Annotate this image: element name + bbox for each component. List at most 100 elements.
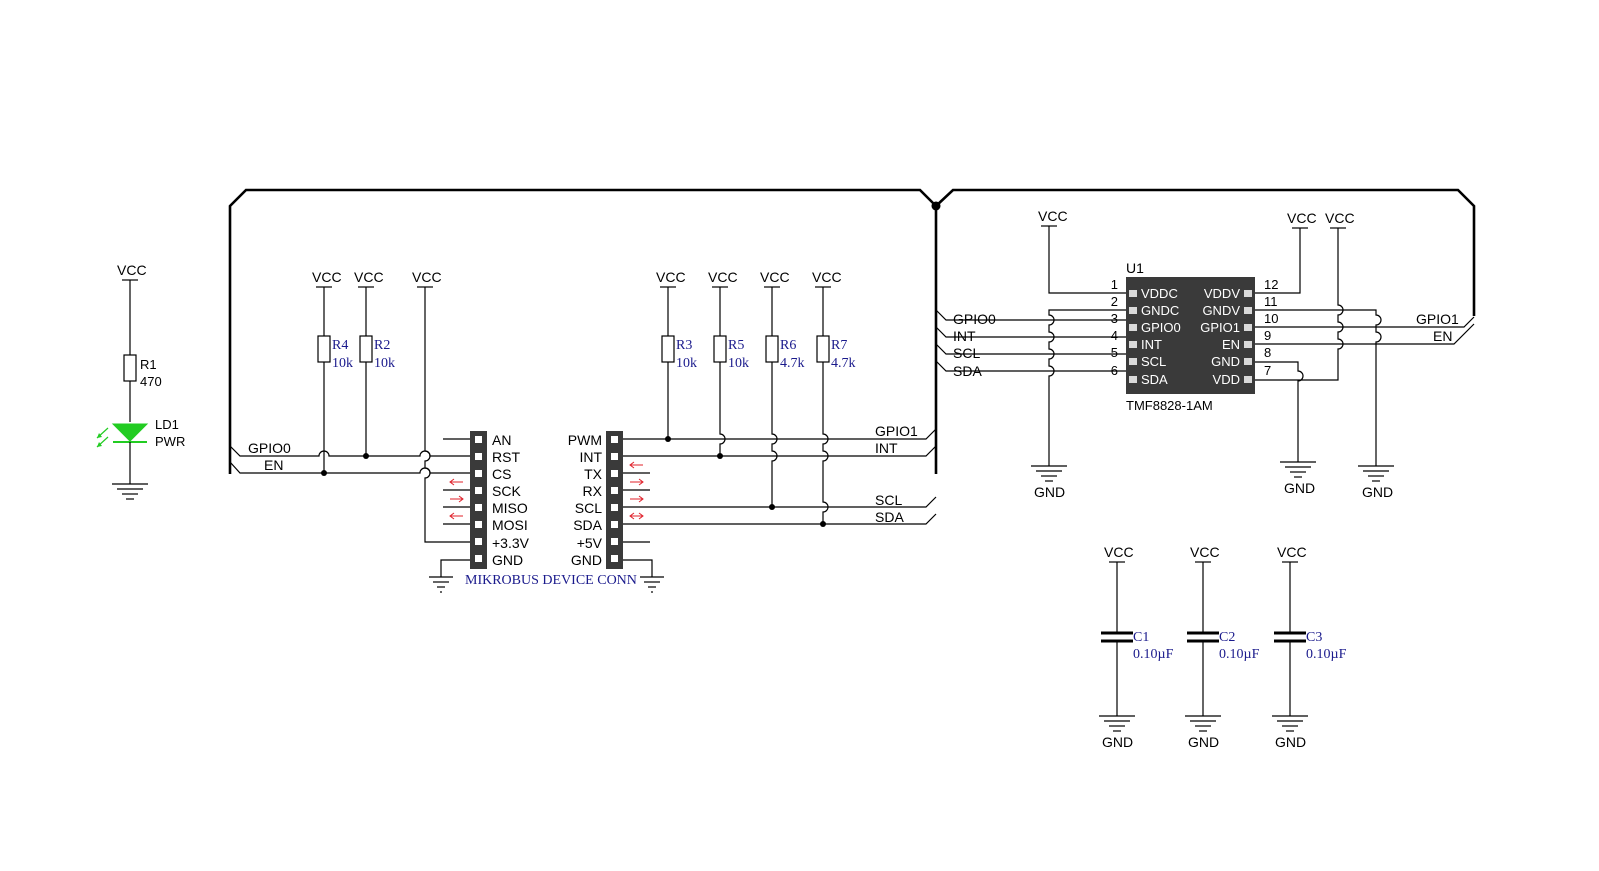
chip-pin-gpio0: GPIO0 bbox=[1141, 320, 1181, 335]
pullup-r3: VCC R3 10k bbox=[656, 269, 697, 439]
junction-dot bbox=[769, 504, 775, 510]
pin-an: AN bbox=[492, 432, 511, 448]
net-gpio0-chip: GPIO0 bbox=[935, 309, 1126, 327]
pin-number: 11 bbox=[1264, 294, 1278, 309]
vcc-label: VCC bbox=[1038, 208, 1068, 224]
net-label: SDA bbox=[875, 509, 904, 525]
net-label: SCL bbox=[953, 345, 980, 361]
pullup-r7: VCC R7 4.7k bbox=[812, 269, 856, 524]
vcc-3v3-rail: VCC bbox=[412, 269, 470, 543]
pin-tx: TX bbox=[584, 466, 603, 482]
net-label: EN bbox=[1433, 328, 1452, 344]
junction-dot bbox=[321, 470, 327, 476]
vcc-label: VCC bbox=[1190, 544, 1220, 560]
ground-icon bbox=[1272, 715, 1308, 732]
c1-ref: C1 bbox=[1133, 630, 1149, 645]
pin-gnd-left: GND bbox=[492, 552, 523, 568]
chip-pin-vdd: VDD bbox=[1213, 372, 1240, 387]
r4-value: 10k bbox=[332, 356, 353, 371]
r5-ref: R5 bbox=[728, 338, 744, 353]
c2-ref: C2 bbox=[1219, 630, 1235, 645]
c2-value: 0.10µF bbox=[1219, 647, 1260, 662]
r4-ref: R4 bbox=[332, 338, 348, 353]
net-label: GPIO1 bbox=[875, 423, 918, 439]
gnd-label: GND bbox=[1102, 734, 1133, 750]
c3-value: 0.10µF bbox=[1306, 647, 1347, 662]
net-gpio0-left: GPIO0 bbox=[229, 440, 470, 457]
r2-ref: R2 bbox=[374, 338, 390, 353]
pin-3v3: +3.3V bbox=[492, 535, 530, 551]
junction-dot bbox=[717, 453, 723, 459]
ld1-ref: LD1 bbox=[155, 417, 179, 432]
net-label: SDA bbox=[953, 363, 982, 379]
ground-icon bbox=[640, 576, 664, 593]
pullup-r6: VCC R6 4.7k bbox=[760, 269, 805, 507]
pin-number: 10 bbox=[1264, 311, 1278, 326]
vcc-label: VCC bbox=[760, 269, 790, 285]
chip-left-wiring: VCC GND bbox=[1031, 208, 1126, 500]
pullup-r2: VCC R2 10k bbox=[354, 269, 395, 456]
r3-value: 10k bbox=[676, 356, 697, 371]
chip-right-wiring: VCC VCC GND GND bbox=[1255, 210, 1394, 500]
capacitor-c1: VCC C1 0.10µF GND bbox=[1099, 544, 1174, 750]
r6-value: 4.7k bbox=[780, 356, 805, 371]
r2-value: 10k bbox=[374, 356, 395, 371]
net-label: SCL bbox=[875, 492, 902, 508]
vcc-label: VCC bbox=[708, 269, 738, 285]
r6-ref: R6 bbox=[780, 338, 796, 353]
r1-resistor bbox=[123, 354, 137, 382]
net-en-chip: EN bbox=[1255, 323, 1475, 345]
pin-number: 8 bbox=[1264, 345, 1271, 360]
vcc-label: VCC bbox=[312, 269, 342, 285]
bus-junction bbox=[931, 201, 941, 211]
net-label: INT bbox=[875, 440, 898, 456]
c1-value: 0.10µF bbox=[1133, 647, 1174, 662]
chip-pin-gnd: GND bbox=[1211, 354, 1240, 369]
ground-icon bbox=[1031, 465, 1067, 482]
vcc-label: VCC bbox=[1325, 210, 1355, 226]
pin-number: 12 bbox=[1264, 277, 1278, 292]
gnd-label: GND bbox=[1275, 734, 1306, 750]
net-label: EN bbox=[264, 457, 283, 473]
net-en-left: EN bbox=[229, 457, 470, 474]
r1-value: 470 bbox=[140, 374, 162, 389]
ld1-value: PWR bbox=[155, 434, 185, 449]
gnd-label: GND bbox=[1284, 480, 1315, 496]
vcc-label: VCC bbox=[656, 269, 686, 285]
vcc-label: VCC bbox=[812, 269, 842, 285]
chip-pin-scl: SCL bbox=[1141, 354, 1166, 369]
c3-ref: C3 bbox=[1306, 630, 1322, 645]
chip-pin-int: INT bbox=[1141, 337, 1162, 352]
pin-miso: MISO bbox=[492, 500, 528, 516]
pin-sck: SCK bbox=[492, 483, 521, 499]
led-diode-icon bbox=[96, 423, 149, 448]
junction-dot bbox=[820, 521, 826, 527]
pin-scl: SCL bbox=[575, 500, 602, 516]
junction-dot bbox=[665, 436, 671, 442]
net-scl-conn: SCL bbox=[623, 492, 937, 508]
chip-pin-en: EN bbox=[1222, 337, 1240, 352]
ground-icon bbox=[1185, 715, 1221, 732]
direction-arrow-icons-left bbox=[449, 478, 464, 520]
gnd-label: GND bbox=[1034, 484, 1065, 500]
pin-number: 1 bbox=[1111, 277, 1118, 292]
chip-pin-gpio1: GPIO1 bbox=[1200, 320, 1240, 335]
led-section: VCC R1 470 LD1 PWR bbox=[96, 262, 185, 500]
pin-cs: CS bbox=[492, 466, 511, 482]
gnd-label: GND bbox=[1362, 484, 1393, 500]
vcc-label: VCC bbox=[117, 262, 147, 278]
vcc-label: VCC bbox=[1287, 210, 1317, 226]
left-bus-outline bbox=[228, 188, 938, 474]
r7-value: 4.7k bbox=[831, 356, 856, 371]
ground-icon bbox=[1280, 461, 1316, 478]
capacitor-c2: VCC C2 0.10µF GND bbox=[1185, 544, 1260, 750]
pin-rx: RX bbox=[583, 483, 603, 499]
vcc-label: VCC bbox=[354, 269, 384, 285]
pullup-r5: VCC R5 10k bbox=[708, 269, 749, 456]
pin-rst: RST bbox=[492, 449, 520, 465]
ground-icon bbox=[112, 483, 148, 500]
pin-number: 9 bbox=[1264, 328, 1271, 343]
r7-ref: R7 bbox=[831, 338, 847, 353]
ground-icon bbox=[1358, 465, 1394, 482]
